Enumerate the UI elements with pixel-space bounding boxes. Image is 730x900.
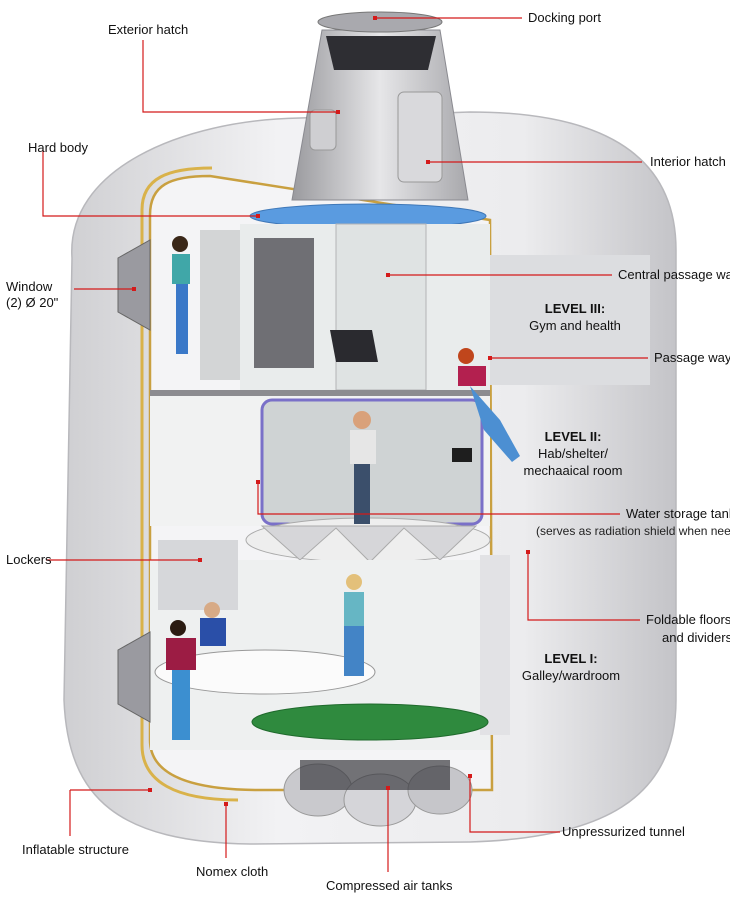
label-passage-way: Passage way (654, 350, 730, 365)
label-air-tanks: Compressed air tanks (326, 878, 453, 893)
crew-figure-level1-a (200, 602, 226, 646)
label-docking-port: Docking port (528, 10, 601, 25)
crew-figure-level2 (350, 411, 376, 524)
nomex-edge (140, 166, 239, 802)
leader-foldable (527, 552, 640, 621)
label-hard-body: Hard body (28, 140, 88, 155)
unpressurized-tunnel (300, 760, 450, 790)
level-3-desc: Gym and health (529, 318, 621, 333)
label-lockers: Lockers (6, 552, 52, 567)
label-exterior-hatch: Exterior hatch (108, 22, 189, 37)
window-lower (117, 631, 151, 723)
leader-inflatable (69, 789, 150, 836)
docking-opening (326, 36, 436, 70)
level-1-desc: Galley/wardroom (521, 668, 621, 683)
label-water-tank: Water storage tank (626, 506, 730, 521)
gym-seat (330, 330, 378, 362)
level-1-title: LEVEL I: (544, 651, 598, 666)
crew-figure-passage (458, 348, 520, 462)
label-window-size: (2) Ø 20" (6, 295, 59, 310)
leader-tunnel (469, 776, 560, 833)
foldable-divider (480, 555, 510, 735)
crew-figure-level1-c (344, 574, 364, 676)
interior-hatch-body (397, 91, 443, 183)
label-foldable-floors: Foldable floors (646, 612, 730, 627)
label-foldable-dividers: and dividers (662, 630, 730, 645)
central-passage-column (335, 223, 427, 391)
leader-exterior-hatch (142, 40, 338, 113)
equipment-rack (254, 238, 314, 368)
leader-dots (132, 16, 530, 806)
label-nomex: Nomex cloth (196, 864, 269, 879)
label-tunnel: Unpressurized tunnel (562, 824, 685, 839)
water-tank-fins (260, 525, 478, 563)
level-2-title: LEVEL II: (544, 429, 602, 444)
locker-wall-left (200, 230, 240, 380)
locker-wall-level1 (158, 540, 238, 610)
galley-table (154, 649, 376, 695)
label-water-tank-note: (serves as radiation shield when needed) (536, 524, 730, 538)
level3-floor (150, 390, 490, 396)
green-floor-ring (251, 703, 489, 741)
label-central-passage: Central passage way (618, 267, 730, 282)
docking-port-ring (317, 11, 443, 33)
leader-water-tank (257, 482, 620, 515)
level-3-title: LEVEL III: (544, 301, 606, 316)
window-upper (117, 239, 151, 331)
leader-hard-body (42, 150, 258, 217)
level-2-desc-2: mechaaical room (523, 463, 623, 478)
laptop (452, 448, 472, 462)
exterior-hatch-body (309, 109, 337, 151)
level-2-label: LEVEL II: Hab/shelter/ mechaaical room (518, 428, 628, 479)
locker-wall-right (490, 255, 650, 385)
level-2-desc-1: Hab/shelter/ (537, 446, 609, 461)
label-inflatable: Inflatable structure (22, 842, 129, 857)
label-window: Window (6, 279, 53, 294)
crew-figure-level3 (172, 236, 190, 354)
level-1-label: LEVEL I: Galley/wardroom (516, 650, 626, 684)
crew-figure-level1-b (166, 620, 196, 740)
leader-lines (42, 17, 648, 872)
label-interior-hatch: Interior hatch (650, 154, 726, 169)
level-3-label: LEVEL III: Gym and health (520, 300, 630, 334)
